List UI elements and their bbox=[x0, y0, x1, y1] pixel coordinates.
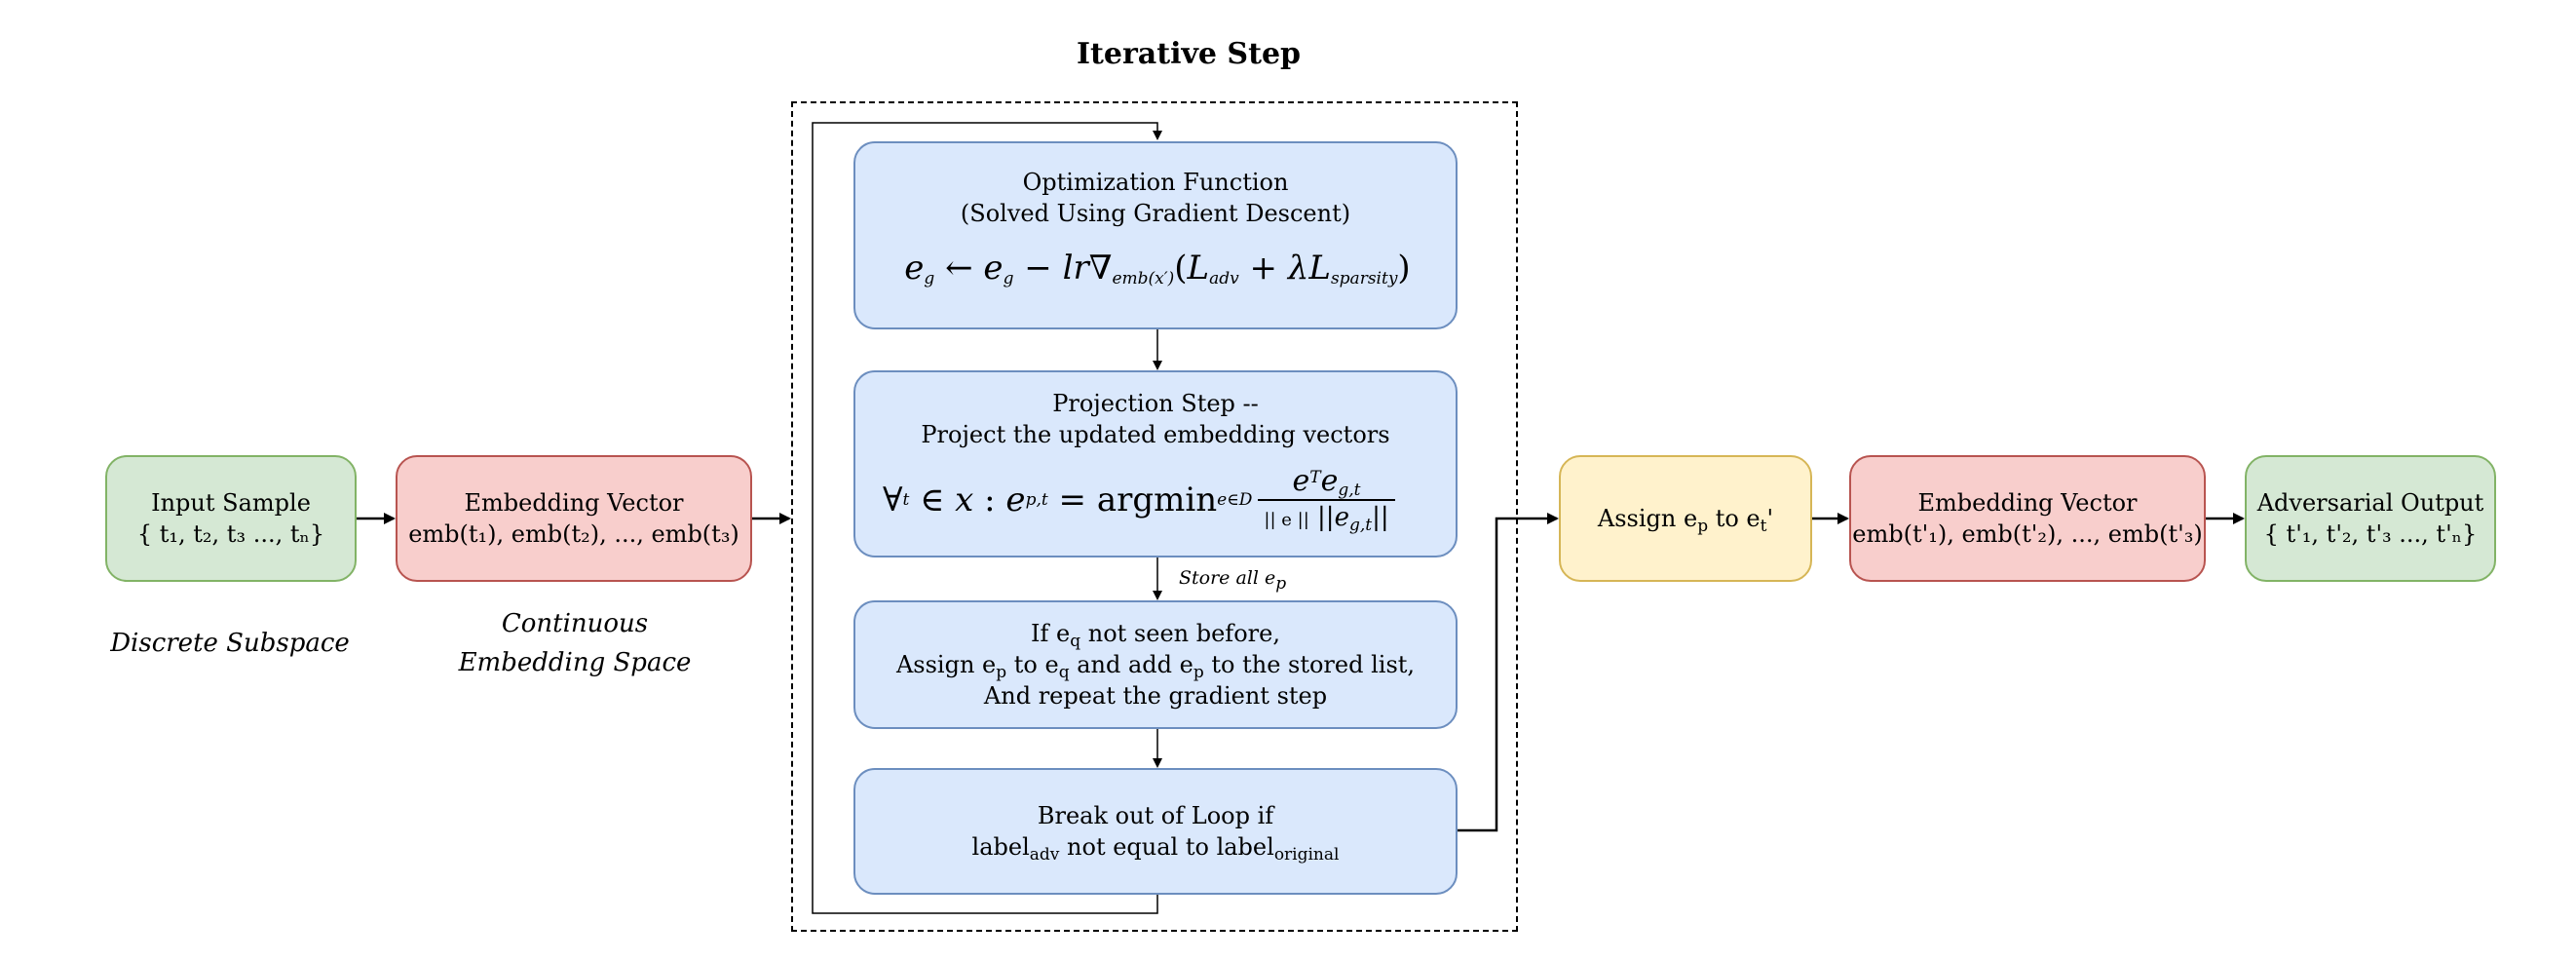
input-sample-content: { t₁, t₂, t₃ ..., tₙ} bbox=[136, 520, 325, 548]
optimization-function-node: Optimization Function (Solved Using Grad… bbox=[853, 141, 1458, 329]
embedding-vector-content: emb(t₁), emb(t₂), ..., emb(t₃) bbox=[408, 520, 739, 548]
caption-line-1: Continuous bbox=[501, 609, 649, 638]
input-sample-title: Input Sample bbox=[151, 489, 311, 517]
optimization-line-2: (Solved Using Gradient Descent) bbox=[960, 200, 1351, 227]
optimization-line-1: Optimization Function bbox=[1022, 169, 1289, 196]
discrete-subspace-caption: Discrete Subspace bbox=[110, 629, 350, 658]
embedding-vector-node: Embedding Vector emb(t₁), emb(t₂), ..., … bbox=[396, 455, 752, 582]
store-label: Store all ep bbox=[1179, 567, 1287, 594]
adversarial-output-title: Adversarial Output bbox=[2256, 489, 2484, 517]
assign-text: Assign ep to et' bbox=[1597, 505, 1774, 536]
embedding-vector-output-title: Embedding Vector bbox=[1917, 489, 2138, 517]
loop-back-line bbox=[812, 122, 1162, 914]
embedding-vector-title: Embedding Vector bbox=[464, 489, 684, 517]
projection-line-1: Projection Step -- bbox=[1052, 390, 1259, 417]
adversarial-output-node: Adversarial Output { t'₁, t'₂, t'₃ ..., … bbox=[2245, 455, 2496, 582]
iterative-step-container bbox=[791, 101, 1518, 932]
projection-fraction: eTeg,t || e || ||eg,t|| bbox=[1258, 464, 1395, 537]
seen-line-1: If eq not seen before, bbox=[1031, 620, 1280, 651]
break-line-1: Break out of Loop if bbox=[1037, 802, 1274, 829]
embedding-vector-output-content: emb(t'₁), emb(t'₂), ..., emb(t'₃) bbox=[1852, 520, 2203, 548]
projection-line-2: Project the updated embedding vectors bbox=[921, 421, 1390, 448]
adversarial-output-content: { t'₁, t'₂, t'₃ ..., t'ₙ} bbox=[2263, 520, 2478, 548]
projection-step-node: Projection Step -- Project the updated e… bbox=[853, 370, 1458, 557]
arrow-break-to-assign bbox=[1458, 513, 1559, 832]
seen-check-node: If eq not seen before, Assign ep to eq a… bbox=[853, 600, 1458, 729]
seen-line-3: And repeat the gradient step bbox=[983, 682, 1328, 710]
continuous-embedding-caption: Continuous Embedding Space bbox=[429, 604, 721, 682]
caption-line-2: Embedding Space bbox=[458, 648, 692, 677]
assign-node: Assign ep to et' bbox=[1559, 455, 1812, 582]
embedding-vector-output-node: Embedding Vector emb(t'₁), emb(t'₂), ...… bbox=[1849, 455, 2206, 582]
break-loop-node: Break out of Loop if labeladv not equal … bbox=[853, 768, 1458, 895]
diagram-title: Iterative Step bbox=[1076, 37, 1302, 71]
input-sample-node: Input Sample { t₁, t₂, t₃ ..., tₙ} bbox=[105, 455, 357, 582]
break-line-2: labeladv not equal to labeloriginal bbox=[971, 833, 1340, 865]
optimization-formula: eg ← eg − lr∇emb(x′)(Ladv + λLsparsity) bbox=[904, 249, 1411, 288]
seen-line-2: Assign ep to eq and add ep to the stored… bbox=[895, 651, 1416, 682]
